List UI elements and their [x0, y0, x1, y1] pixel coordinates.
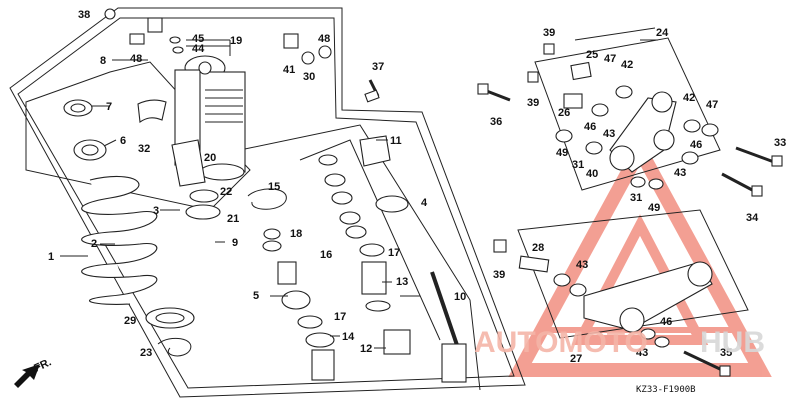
label-42a: 42 — [621, 59, 633, 71]
label-11: 11 — [390, 135, 402, 147]
label-6: 6 — [120, 135, 126, 147]
label-46c: 46 — [660, 316, 672, 328]
front-marker: FR. — [32, 356, 53, 374]
label-22: 22 — [220, 186, 232, 198]
label-2: 2 — [91, 238, 97, 250]
label-29: 29 — [124, 315, 136, 327]
label-8: 8 — [100, 55, 106, 67]
label-4: 4 — [421, 197, 428, 209]
part-labels: 1 2 3 4 5 6 7 8 9 10 11 12 13 14 15 16 1… — [48, 9, 786, 365]
label-14: 14 — [342, 331, 355, 343]
label-42b: 42 — [683, 92, 695, 104]
label-17a: 17 — [388, 247, 400, 259]
label-39b: 39 — [527, 97, 539, 109]
label-43c: 43 — [576, 259, 588, 271]
label-1: 1 — [48, 251, 54, 263]
label-12: 12 — [360, 343, 372, 355]
label-48a: 48 — [130, 53, 142, 65]
label-23: 23 — [140, 347, 152, 359]
bolts — [364, 43, 783, 377]
arm-outline — [517, 27, 749, 339]
label-16: 16 — [320, 249, 332, 261]
front-arrow-icon — [14, 364, 40, 388]
label-43b: 43 — [674, 167, 686, 179]
leader-lines — [60, 39, 658, 349]
bump-stop — [171, 139, 221, 220]
label-38: 38 — [78, 9, 90, 21]
label-31a: 31 — [572, 159, 584, 171]
label-26: 26 — [558, 107, 570, 119]
label-7: 7 — [106, 101, 112, 113]
label-15: 15 — [268, 181, 280, 193]
label-28: 28 — [532, 242, 544, 254]
assembly-outline — [9, 7, 526, 398]
reservoir-parts — [359, 135, 411, 355]
label-39a: 39 — [543, 27, 555, 39]
label-10: 10 — [454, 291, 466, 303]
circlip — [247, 188, 287, 210]
label-47a: 47 — [604, 53, 616, 65]
label-48b: 48 — [318, 33, 330, 45]
shock-arm — [555, 61, 719, 190]
label-43d: 43 — [636, 347, 648, 359]
label-25: 25 — [586, 49, 598, 61]
spring — [81, 176, 158, 305]
label-46b: 46 — [690, 139, 702, 151]
label-40: 40 — [586, 168, 598, 180]
top-fittings — [104, 8, 332, 65]
label-18: 18 — [290, 228, 302, 240]
lock-nuts — [63, 99, 107, 161]
label-plate — [137, 99, 167, 123]
label-19: 19 — [230, 35, 242, 47]
label-9: 9 — [232, 237, 238, 249]
label-5: 5 — [253, 290, 259, 302]
label-20: 20 — [204, 152, 216, 164]
label-45: 45 — [192, 33, 204, 45]
label-35: 35 — [720, 347, 732, 359]
label-36: 36 — [490, 116, 502, 128]
label-44: 44 — [192, 43, 205, 55]
label-27: 27 — [570, 353, 582, 365]
damper-rod — [430, 271, 467, 383]
label-32: 32 — [138, 143, 150, 155]
diagram-code: KZ33-F1900B — [636, 385, 696, 395]
label-37: 37 — [372, 61, 384, 73]
valve-stack — [262, 154, 367, 381]
label-24: 24 — [656, 27, 669, 39]
label-41: 41 — [283, 64, 295, 76]
label-39c: 39 — [493, 269, 505, 281]
label-30: 30 — [303, 71, 315, 83]
spring-seat — [145, 307, 195, 357]
connecting-rod — [518, 255, 713, 348]
watermark-text-right: HUB — [700, 326, 765, 359]
label-46a: 46 — [584, 121, 596, 133]
label-49a: 49 — [556, 147, 568, 159]
label-49b: 49 — [648, 202, 660, 214]
label-13: 13 — [396, 276, 408, 288]
label-34: 34 — [746, 212, 759, 224]
label-43a: 43 — [603, 128, 615, 140]
label-33: 33 — [774, 137, 786, 149]
watermark-text-left: AUTOMOTO — [474, 326, 648, 359]
label-3: 3 — [153, 205, 159, 217]
label-21: 21 — [227, 213, 239, 225]
label-17b: 17 — [334, 311, 346, 323]
label-31b: 31 — [630, 192, 642, 204]
label-47b: 47 — [706, 99, 718, 111]
